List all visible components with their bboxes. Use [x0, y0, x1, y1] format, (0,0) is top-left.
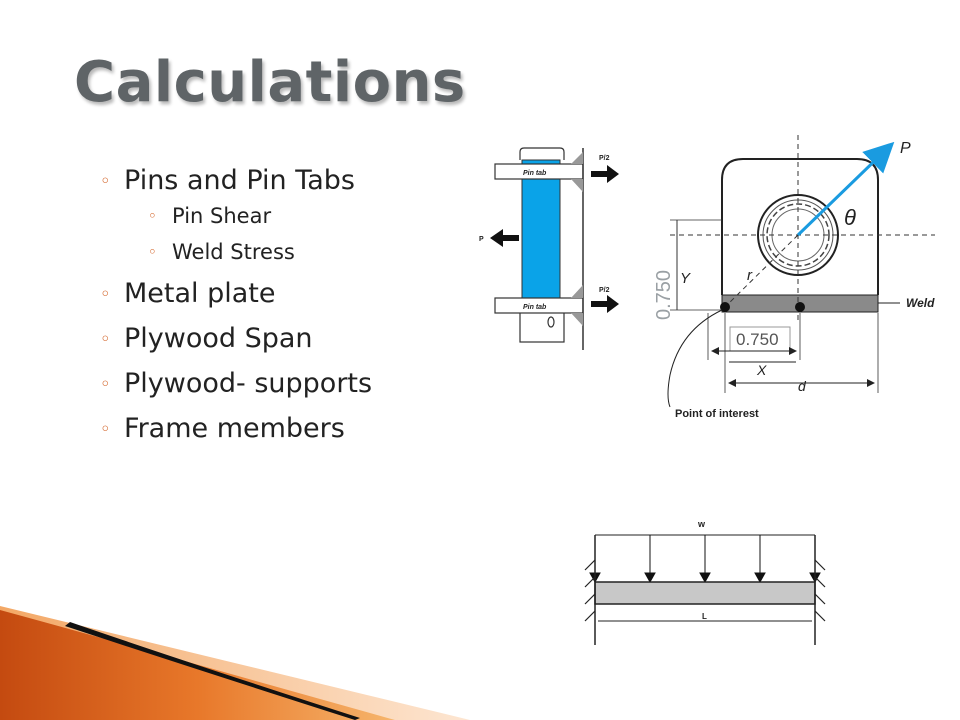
angle-label: θ	[844, 205, 856, 230]
arrow-right-icon	[591, 295, 619, 313]
bullet-metal-plate: ◦ Metal plate	[100, 278, 276, 309]
bullet-marker: ◦	[148, 207, 157, 225]
y-label: Y	[680, 270, 691, 287]
bullet-marker: ◦	[100, 171, 111, 192]
beam-diagram: w L	[584, 519, 826, 645]
bullet-marker: ◦	[100, 284, 111, 305]
bullet-pins-and-pin-tabs: ◦ Pins and Pin Tabs ◦ Pin Shear ◦ Weld S…	[100, 165, 372, 264]
dim-vertical: 0.750	[653, 270, 675, 320]
bullet-marker: ◦	[100, 329, 111, 350]
sub-bullet-weld-stress: ◦ Weld Stress	[148, 240, 295, 264]
pin-tab-diagram: Pin tab Pin tab P/2 P/2 P	[479, 147, 619, 350]
x-label: X	[756, 362, 767, 378]
weld-point-right	[795, 302, 805, 312]
dim-horizontal: 0.750	[736, 330, 779, 349]
point-of-interest-label: Point of interest	[675, 408, 759, 420]
sub-bullet-list: ◦ Pin Shear ◦ Weld Stress	[124, 204, 372, 264]
bullet-marker: ◦	[148, 243, 157, 261]
weld-point-left	[720, 302, 730, 312]
radius-label: r	[747, 267, 753, 284]
sub-bullet-pin-shear: ◦ Pin Shear	[148, 204, 272, 228]
slide-title: Calculations	[74, 50, 466, 115]
pin-tab-label-bottom: Pin tab	[523, 304, 547, 311]
force-half-bottom: P/2	[599, 287, 610, 294]
bullet-marker: ◦	[100, 374, 111, 395]
force-left: P	[479, 236, 484, 243]
bullet-marker: ◦	[100, 419, 111, 440]
bullet-plywood-span: ◦ Plywood Span	[100, 323, 313, 354]
d-label: d	[798, 378, 807, 394]
weld-label: Weld	[906, 296, 935, 310]
pin-body	[521, 159, 561, 306]
load-arrow-icon	[796, 141, 895, 237]
beam	[594, 581, 816, 605]
bullet-list: ◦ Pins and Pin Tabs ◦ Pin Shear ◦ Weld S…	[100, 165, 372, 458]
length-l-label: L	[702, 612, 707, 621]
force-half-top: P/2	[599, 155, 610, 162]
weld-stress-diagram: Weld r P θ Y 0.750 0.750 X	[653, 135, 935, 420]
bullet-plywood-supports: ◦ Plywood- supports	[100, 368, 373, 399]
load-label: P	[900, 140, 911, 157]
arrow-left-icon	[490, 229, 519, 247]
load-w-label: w	[697, 519, 706, 529]
bullet-frame-members: ◦ Frame members	[100, 413, 345, 444]
arrow-right-icon	[591, 165, 619, 183]
pin-tab-label-top: Pin tab	[523, 170, 547, 177]
